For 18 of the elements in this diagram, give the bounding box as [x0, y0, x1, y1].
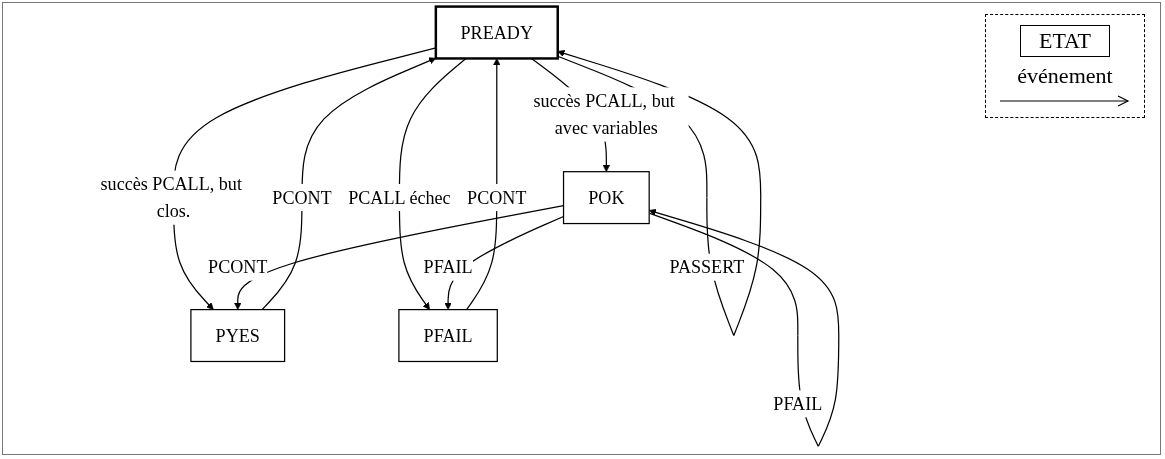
edge-label: PASSERT	[669, 256, 745, 278]
node-box: POK	[562, 171, 650, 225]
edge-label: PCONT	[467, 187, 527, 208]
node-box: PREADY	[434, 5, 559, 60]
edge-label: succès PCALL, but clos.	[100, 173, 242, 222]
edge-label: PCALL échec	[348, 187, 451, 208]
arrow	[466, 58, 501, 311]
edge-label: PFAIL	[423, 256, 473, 278]
edge-label: succès PCALL, but avec variables	[533, 90, 675, 139]
arrow	[261, 57, 437, 311]
legend-text: événement	[1017, 63, 1113, 89]
node-box: PYES	[190, 309, 286, 363]
arrow	[172, 47, 437, 310]
edge-label: PCONT	[272, 187, 332, 208]
node-box: PFAIL	[398, 309, 498, 363]
edge-label: PFAIL	[773, 393, 823, 415]
edge-label: PCONT	[208, 256, 268, 278]
state-sample: ETAT	[1020, 25, 1110, 57]
